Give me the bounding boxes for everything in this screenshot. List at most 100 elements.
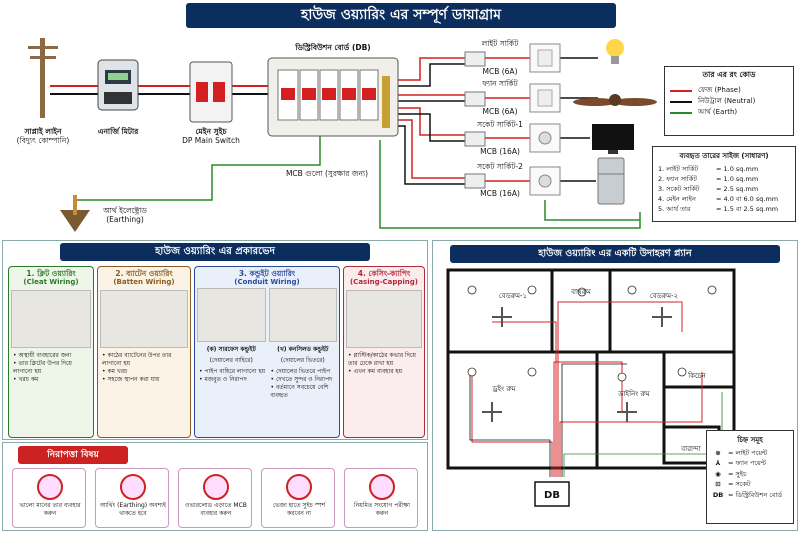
card-title: 4. কেসিং-ক্যাপিং xyxy=(357,269,411,278)
switch-socket-icons xyxy=(529,43,561,196)
legend-label: = ডিস্ট্রিবিউশন বোর্ড xyxy=(728,490,783,499)
card-point: খরচ কম xyxy=(13,376,91,384)
energy-meter-label: এনার্জি মিটার xyxy=(97,127,139,136)
conduit-subtypes: (ক) সারফেস কন্ডুইট(দেয়ালের বাহিরে)পাইপ … xyxy=(197,288,337,400)
main-switch-icon xyxy=(189,61,233,123)
color-code-label: নিউট্রাল (Neutral) xyxy=(698,97,756,106)
card-subtitle: (Batten Wiring) xyxy=(113,278,175,286)
safety-title: নিরাপত্তা বিষয় xyxy=(18,446,128,464)
supply-line-label: সাপ্লাই লাইন (বিদ্যুৎ কোম্পানি) xyxy=(16,127,70,145)
card-points: কাঠের ব্যাটেনের উপর তার লাগানো হয়কম খরচ… xyxy=(100,352,188,384)
card-photo xyxy=(268,288,337,342)
card-point: তার ক্লিটের উপর দিয়ে লাগানো হয় xyxy=(13,360,91,376)
safety-text: নিয়মিত সংযোগ পরীক্ষা করুন xyxy=(354,502,410,517)
floor-plan xyxy=(446,268,736,507)
legend-symbol: ⊡ xyxy=(715,480,721,489)
card-title: 2. ব্যাটেন ওয়্যারিং xyxy=(115,269,173,278)
circuit-socket-1: সকেট সার্কিট-1 xyxy=(477,120,523,129)
card-points: পাইপ বাহিরে লাগানো হয়মজবুত ও নিরাপদ xyxy=(197,368,266,384)
conduit-subtype: (ক) সারফেস কন্ডুইট(দেয়ালের বাহিরে)পাইপ … xyxy=(197,288,266,400)
wire-size-name: 3. সকেট সার্কিট xyxy=(658,185,700,194)
room-bedroom-1: বেডরুম-১ xyxy=(498,292,528,300)
distribution-board-icon xyxy=(267,57,399,137)
wet-hand-icon xyxy=(286,474,312,500)
conduit-subtype-note: (দেয়ালের ভিতরে) xyxy=(280,357,325,364)
safety-item: ভেজা হাতে সুইচ স্পর্শ করবেন না xyxy=(261,468,335,528)
fridge-icon xyxy=(597,157,625,205)
wire-size-row: 2. ফ্যান সার্কিট= 1.0 sq.mm xyxy=(658,174,790,184)
card-point: দেয়ালের ভিতরে পাইপ xyxy=(271,368,338,376)
circuit-socket-1-mcb: MCB (16A) xyxy=(480,147,520,156)
card-subtitle: (Conduit Wiring) xyxy=(234,278,300,286)
card-point: পাইপ বাহিরে লাগানো হয় xyxy=(199,368,266,376)
mcb-small-icons xyxy=(464,51,486,189)
db-label-plan: DB xyxy=(544,490,560,501)
legend-label: = ফ্যান পয়েন্ট xyxy=(728,459,766,468)
color-swatch xyxy=(670,89,692,92)
card-point: এখন কম ব্যবহার হয় xyxy=(348,368,422,376)
mcb-icon xyxy=(203,474,229,500)
circuit-fan: ফ্যান সার্কিট xyxy=(482,79,518,88)
earth-icon xyxy=(120,474,146,500)
circuit-socket-2: সকেট সার্কিট-2 xyxy=(477,162,523,171)
plan-legend-row: ⊗= লাইট পয়েন্ট xyxy=(712,448,788,458)
legend-symbol: ◉ xyxy=(715,469,721,478)
color-code-row: ফেজ (Phase) xyxy=(670,85,788,96)
card-photo xyxy=(100,290,188,348)
card-point: দেখতে সুন্দর ও নিরাপদ xyxy=(271,376,338,384)
db-box xyxy=(534,481,570,507)
color-code-row: আর্থ (Earth) xyxy=(670,107,788,118)
card-title: 1. ক্লিট ওয়্যারিং xyxy=(26,269,76,278)
safety-item: নিয়মিত সংযোগ পরীক্ষা করুন xyxy=(344,468,418,528)
tv-icon xyxy=(592,124,634,154)
room-dining: ডাইনিং রুম xyxy=(618,390,650,398)
safety-text: ভালো মানের তার ব্যবহার করুন xyxy=(19,502,81,517)
plan-legend-title: চিহ্ন সমূহ xyxy=(737,436,763,444)
wire-size-name: 4. মেইন লাইন xyxy=(658,195,696,204)
room-bathroom: বাথরুম xyxy=(571,288,591,296)
safety-text: ওভারলোড এড়াতে MCB ব্যবহার করুন xyxy=(185,502,247,517)
legend-label: = লাইট পয়েন্ট xyxy=(728,449,768,457)
wire-size-name: 5. আর্থ তার xyxy=(658,205,691,214)
conduit-subtype-title: (খ) কনসিলড কন্ডুইট xyxy=(277,346,329,353)
plan-legend-row: ⅄ = ফ্যান পয়েন্ট xyxy=(712,458,788,468)
circuit-fan-mcb: MCB (6A) xyxy=(482,107,518,116)
safety-item: আর্থিং (Earthing) অবশ্যই থাকতে হবে xyxy=(95,468,169,528)
color-code-row: নিউট্রাল (Neutral) xyxy=(670,96,788,107)
conduit-wiring-card: 3. কন্ডুইট ওয়্যারিং(Conduit Wiring) (ক) … xyxy=(194,266,340,438)
legend-label: = সকেট xyxy=(728,480,751,489)
legend-symbol: ⅄ xyxy=(715,459,721,468)
safety-item: ভালো মানের তার ব্যবহার করুন xyxy=(12,468,86,528)
card-point: প্লাস্টিক/কাঠের কভার দিয়ে তার ঢেকে রাখা… xyxy=(348,352,422,368)
wire-size-value: = 2.5 sq.mm xyxy=(716,185,759,194)
wire-size-row: 5. আর্থ তার = 1.5 বা 2.5 sq.mm xyxy=(658,204,790,214)
card-points: অস্থায়ী ব্যবহারের জন্যতার ক্লিটের উপর দ… xyxy=(11,352,91,384)
circuit-light-mcb: MCB (6A) xyxy=(482,67,518,76)
bulb-icon xyxy=(606,39,624,64)
legend-symbol: DB xyxy=(712,490,724,499)
conduit-subtype-note: (দেয়ালের বাহিরে) xyxy=(209,357,253,364)
types-title: হাউজ ওয়্যারিং এর প্রকারভেদ xyxy=(60,243,370,261)
plan-legend: চিহ্ন সমূহ ⊗= লাইট পয়েন্ট⅄ = ফ্যান পয়েন… xyxy=(706,430,794,524)
card-photo xyxy=(11,290,91,348)
card-title: 3. কন্ডুইট ওয়্যারিং xyxy=(238,269,296,278)
legend-label: = সুইচ xyxy=(728,469,747,478)
top-wiring-diagram xyxy=(28,38,657,232)
card-point: কম খরচ xyxy=(102,368,188,376)
wire-size-value: = 4.0 বা 6.0 sq.mm xyxy=(716,195,779,204)
wire-size-value: = 1.0 sq.mm xyxy=(716,165,759,173)
fan-icon xyxy=(573,94,657,106)
main-switch-label: মেইন সুইচ DP Main Switch xyxy=(182,127,240,145)
color-swatch xyxy=(670,111,692,114)
wire-size-name: 2. ফ্যান সার্কিট xyxy=(658,175,697,184)
card-subtitle: (Cleat Wiring) xyxy=(23,278,79,286)
batten-wiring-card: 2. ব্যাটেন ওয়্যারিং(Batten Wiring) কাঠের… xyxy=(97,266,191,438)
color-code-title: তার এর রং কোড xyxy=(702,70,756,79)
wire-size-title: ব্যবহৃত তারের সাইজ (সাধারণ) xyxy=(679,152,769,160)
card-photo xyxy=(346,290,422,348)
safety-item: ওভারলোড এড়াতে MCB ব্যবহার করুন xyxy=(178,468,252,528)
wire-size-value: = 1.5 বা 2.5 sq.mm xyxy=(716,205,779,214)
card-point: অস্থায়ী ব্যবহারের জন্য xyxy=(13,352,91,360)
circuit-light: লাইট সার্কিট xyxy=(481,39,519,48)
card-point: মজবুত ও নিরাপদ xyxy=(199,376,266,384)
